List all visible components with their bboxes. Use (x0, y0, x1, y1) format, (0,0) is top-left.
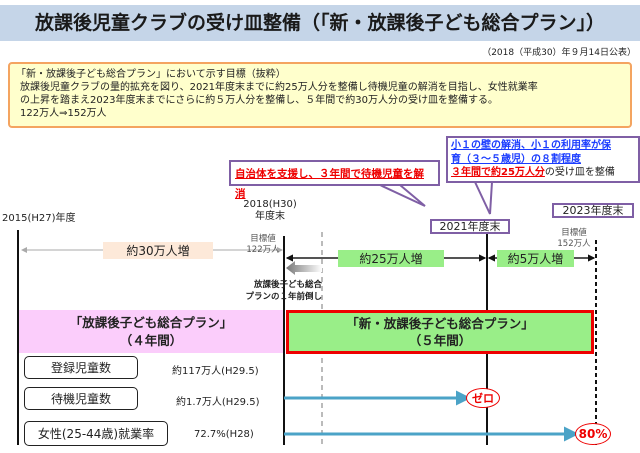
year-2023: 2023年度末 (552, 203, 634, 218)
row-waiting-value: 約1.7万人(H29.5) (176, 397, 260, 408)
callout2-line3-rest: の受け皿を整備 (544, 167, 615, 178)
increase-25: 約25万人増 (338, 250, 444, 267)
advance-note-2: プランの１年前倒し (245, 292, 322, 302)
callout-tails (379, 181, 493, 215)
callout2-line2: 育（３～５歳児）の８割程度 (451, 153, 581, 165)
advance-note: 放課後子ども総合プランの１年前倒し (238, 279, 322, 303)
row-employment-value: 72.7%(H28) (194, 429, 254, 440)
increase-30: 約30万人増 (103, 242, 213, 259)
old-plan-band: 「放課後子ども総合プラン」 （４年間） (19, 310, 283, 353)
row-waiting-label: 待機児童数 (24, 387, 138, 410)
goal-heading: 「新・放課後子ども総合プラン」において示す目標（抜粋） (16, 69, 286, 80)
new-plan-period: （５年間） (408, 333, 472, 348)
goal-text-3: 122万人⇒152万人 (20, 108, 107, 119)
callout1-text: 自治体を支援し、３年間で待機児童を解消 (235, 168, 424, 200)
target-2023-value: 152万人 (557, 239, 591, 249)
goal-box: 「新・放課後子ども総合プラン」において示す目標（抜粋） 放課後児童クラブの量的拡… (8, 62, 632, 128)
page-title: 放課後児童クラブの受け皿整備（「新・放課後子ども総合プラン」） (0, 5, 640, 41)
target-label: 目標値 (250, 234, 276, 244)
goal-text-1: 放課後児童クラブの量的拡充を図り、2021年度末までに約25万人分を整備し待機児… (20, 82, 538, 93)
year-2018-a: 2018(H30) (243, 199, 297, 210)
employment-target: 80% (575, 423, 611, 445)
advance-arrow (286, 261, 322, 275)
year-2018: 2018(H30)年度末 (240, 199, 300, 223)
row-registered-value: 約117万人(H29.5) (172, 366, 259, 377)
row-employment-label: 女性(25-44歳)就業率 (24, 421, 168, 446)
target-2018-value: 122万人 (246, 245, 280, 255)
new-plan-band: 「新・放課後子ども総合プラン」 （５年間） (286, 310, 594, 354)
year-2018-b: 年度末 (255, 211, 285, 222)
callout2-line3-red: ３年間で約25万人分 (451, 167, 545, 178)
advance-note-1: 放課後子ども総合 (253, 280, 322, 290)
callout-first-grade: 小１の壁の解消、小１の利用率が保 育（３～５歳児）の８割程度 ３年間で約25万人… (446, 136, 640, 183)
publish-date: （2018（平成30）年９月14日公表） (482, 48, 636, 58)
goal-text-2: の上昇を踏まえ2023年度末までにさらに約５万人分を整備し、５年間で約30万人分… (20, 95, 498, 106)
year-2015: 2015(H27)年度 (2, 213, 76, 224)
waiting-target: ゼロ (466, 388, 500, 408)
increase-5: 約5万人増 (497, 250, 574, 267)
row-registered-label: 登録児童数 (24, 356, 138, 379)
year-2021: 2021年度末 (430, 219, 510, 234)
callout-waiting-children: 自治体を支援し、３年間で待機児童を解消 (229, 160, 440, 200)
callout2-line1: 小１の壁の解消、小１の利用率が保 (451, 140, 611, 151)
new-plan-title: 「新・放課後子ども総合プラン」 (346, 316, 534, 331)
old-plan-title: 「放課後子ども総合プラン」 (69, 315, 233, 330)
target-label: 目標値 (561, 228, 587, 238)
old-plan-period: （４年間） (119, 333, 183, 348)
